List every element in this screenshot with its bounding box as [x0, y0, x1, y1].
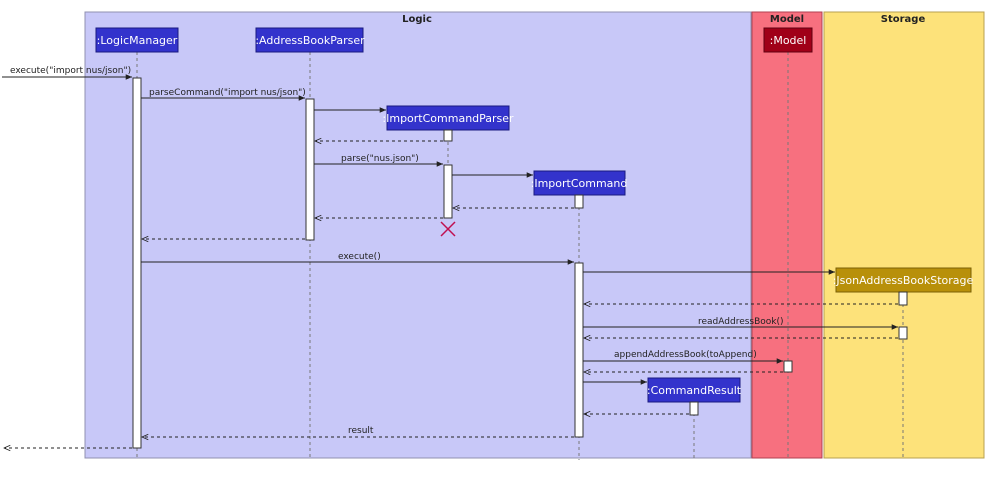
- activation-address-book-parser: [305, 98, 315, 241]
- logic-section: [84, 11, 752, 459]
- participant-address-book-parser: :AddressBookParser: [255, 34, 365, 47]
- activation-import-command-parser-init: [443, 129, 453, 142]
- participant-import-command-parser: :ImportCommandParser: [382, 112, 514, 125]
- activation-logic-manager: [132, 77, 142, 449]
- msg-parse-label: parse("nus.json"): [341, 154, 419, 164]
- participant-logic-manager: :LogicManager: [97, 34, 178, 47]
- participant-model-box: [763, 27, 813, 53]
- msg-parse-command-label: parseCommand("import nus/json"): [149, 88, 306, 98]
- activation-import-command-init: [574, 194, 584, 209]
- msg-execute-import-label: execute("import nus/json"): [10, 66, 131, 76]
- activation-model-append: [783, 360, 793, 373]
- participant-model: :Model: [770, 34, 807, 47]
- activation-import-command-parser-parse: [443, 164, 453, 219]
- msg-append-address-book-label: appendAddressBook(toAppend): [614, 350, 757, 360]
- participant-address-book-parser-box: [255, 27, 364, 53]
- storage-section-title: Storage: [881, 14, 926, 25]
- activation-import-command-execute: [574, 262, 584, 438]
- model-section-title: Model: [770, 14, 804, 25]
- activation-json-storage-init: [898, 291, 908, 306]
- participant-logic-manager-box: [95, 27, 179, 53]
- participant-json-storage: :JsonAddressBookStorage: [833, 274, 974, 287]
- storage-section: [823, 11, 985, 459]
- activation-json-storage-read: [898, 326, 908, 340]
- msg-result-label: result: [348, 426, 374, 436]
- call-messages: [2, 74, 898, 385]
- activation-bars: [132, 77, 908, 449]
- msg-execute-label: execute(): [338, 252, 381, 262]
- participant-command-result-box: [647, 377, 741, 403]
- destroy-x-icon: [440, 221, 456, 237]
- msg-read-address-book-label: readAddressBook(): [698, 317, 784, 327]
- participant-command-result: :CommandResult: [647, 384, 742, 397]
- model-section: [751, 11, 823, 459]
- return-messages: [4, 141, 898, 448]
- participant-import-command: :ImportCommand: [531, 177, 628, 190]
- activation-command-result-init: [689, 401, 699, 416]
- logic-section-title: Logic: [402, 14, 432, 25]
